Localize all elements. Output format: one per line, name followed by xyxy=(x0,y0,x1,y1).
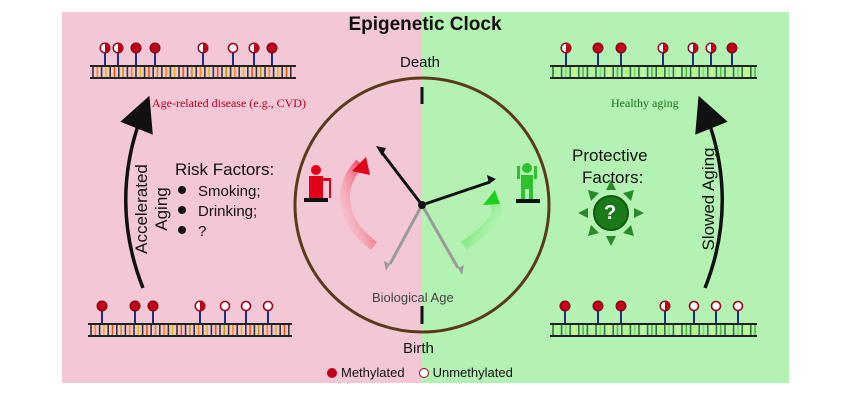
clock-hand-faded-left-tip-icon xyxy=(384,261,390,271)
left-panel-background xyxy=(62,12,422,383)
slowed-aging-arrow-icon xyxy=(695,95,728,289)
risk-factors-title: Risk Factors: xyxy=(175,160,275,179)
accelerated-arc-head-icon xyxy=(352,157,370,175)
unmethylated-site-icon xyxy=(240,300,252,312)
dna-strand-right-top xyxy=(550,42,757,79)
clock-hand-accelerated-tip-icon xyxy=(376,146,386,156)
methylated-site-icon xyxy=(147,300,159,312)
methylated-site-icon xyxy=(615,300,627,312)
partially-methylated-site-icon xyxy=(659,300,671,312)
legend-unmethylated-label: Unmethylated xyxy=(432,365,513,380)
methylated-site-icon xyxy=(559,300,571,312)
clock-center xyxy=(418,201,426,209)
accelerated-aging-label: Accelerated Aging xyxy=(132,164,171,254)
dna-strand-left-top xyxy=(90,42,296,79)
slowed-aging-label: Slowed Aging xyxy=(699,147,718,251)
right-top-caption: Healthy aging xyxy=(611,96,679,110)
unmethylated-site-icon xyxy=(227,42,239,54)
clock-face xyxy=(293,76,551,334)
clock-top-label: Death xyxy=(400,54,441,71)
protective-factors-title: Protective Factors: xyxy=(572,146,648,187)
clock-bottom-label: Birth xyxy=(403,340,434,357)
partially-methylated-site-icon xyxy=(657,42,669,54)
unmethylated-site-icon xyxy=(710,300,722,312)
unmethylated-site-icon xyxy=(688,300,700,312)
legend: Methylated Unmethylated xyxy=(327,365,513,380)
clock-hand-faded-right xyxy=(420,204,460,269)
healthy-person-icon xyxy=(516,163,540,203)
risk-factor-item: Smoking; xyxy=(178,183,261,200)
methylated-site-icon xyxy=(266,42,278,54)
clock-hand-accelerated xyxy=(378,149,424,206)
left-top-caption: Age-related disease (e.g., CVD) xyxy=(152,96,306,110)
partially-methylated-site-icon xyxy=(560,42,572,54)
clock-hand-slowed xyxy=(421,180,491,207)
bullet-icon xyxy=(178,226,186,235)
methylated-site-icon xyxy=(149,42,161,54)
methylated-site-icon xyxy=(592,42,604,54)
risk-person-icon xyxy=(304,165,331,202)
methylated-site-icon xyxy=(130,42,142,54)
bullet-icon xyxy=(178,186,186,195)
dna-strand-left-bottom xyxy=(88,300,292,337)
partially-methylated-site-icon xyxy=(687,42,699,54)
methylated-site-icon xyxy=(129,300,141,312)
methylated-site-icon xyxy=(726,42,738,54)
question-sun-icon xyxy=(578,180,644,246)
clock-center-label: Biological Age xyxy=(372,290,454,305)
unmethylated-site-icon xyxy=(262,300,274,312)
clock-hand-faded-left xyxy=(388,204,424,265)
clock-hand-slowed-tip-icon xyxy=(487,175,496,184)
risk-factor-item: Drinking; xyxy=(178,203,257,220)
partially-methylated-site-icon xyxy=(197,42,209,54)
unmethylated-site-icon xyxy=(219,300,231,312)
methylated-site-icon xyxy=(615,42,627,54)
methylated-site-icon xyxy=(592,300,604,312)
unmethylated-site-icon xyxy=(732,300,744,312)
slowed-arc-head-icon xyxy=(483,190,500,205)
clock-hand-faded-right-tip-icon xyxy=(458,265,464,275)
sun-question-mark: ? xyxy=(604,202,617,224)
unmethylated-icon xyxy=(418,367,429,378)
partially-methylated-site-icon xyxy=(194,300,206,312)
legend-methylated-label: Methylated xyxy=(341,365,405,380)
methylated-site-icon xyxy=(96,300,108,312)
risk-factor-item: ? xyxy=(178,223,206,240)
clock xyxy=(293,76,551,334)
accelerated-aging-arrow-icon xyxy=(120,95,153,289)
bullet-icon xyxy=(178,206,186,215)
partially-methylated-site-icon xyxy=(112,42,124,54)
partially-methylated-site-icon xyxy=(99,42,111,54)
partially-methylated-site-icon xyxy=(248,42,260,54)
figure-title: Epigenetic Clock xyxy=(348,14,502,35)
partially-methylated-site-icon xyxy=(705,42,717,54)
dna-strand-right-bottom xyxy=(550,300,757,337)
methylated-icon xyxy=(327,367,337,378)
